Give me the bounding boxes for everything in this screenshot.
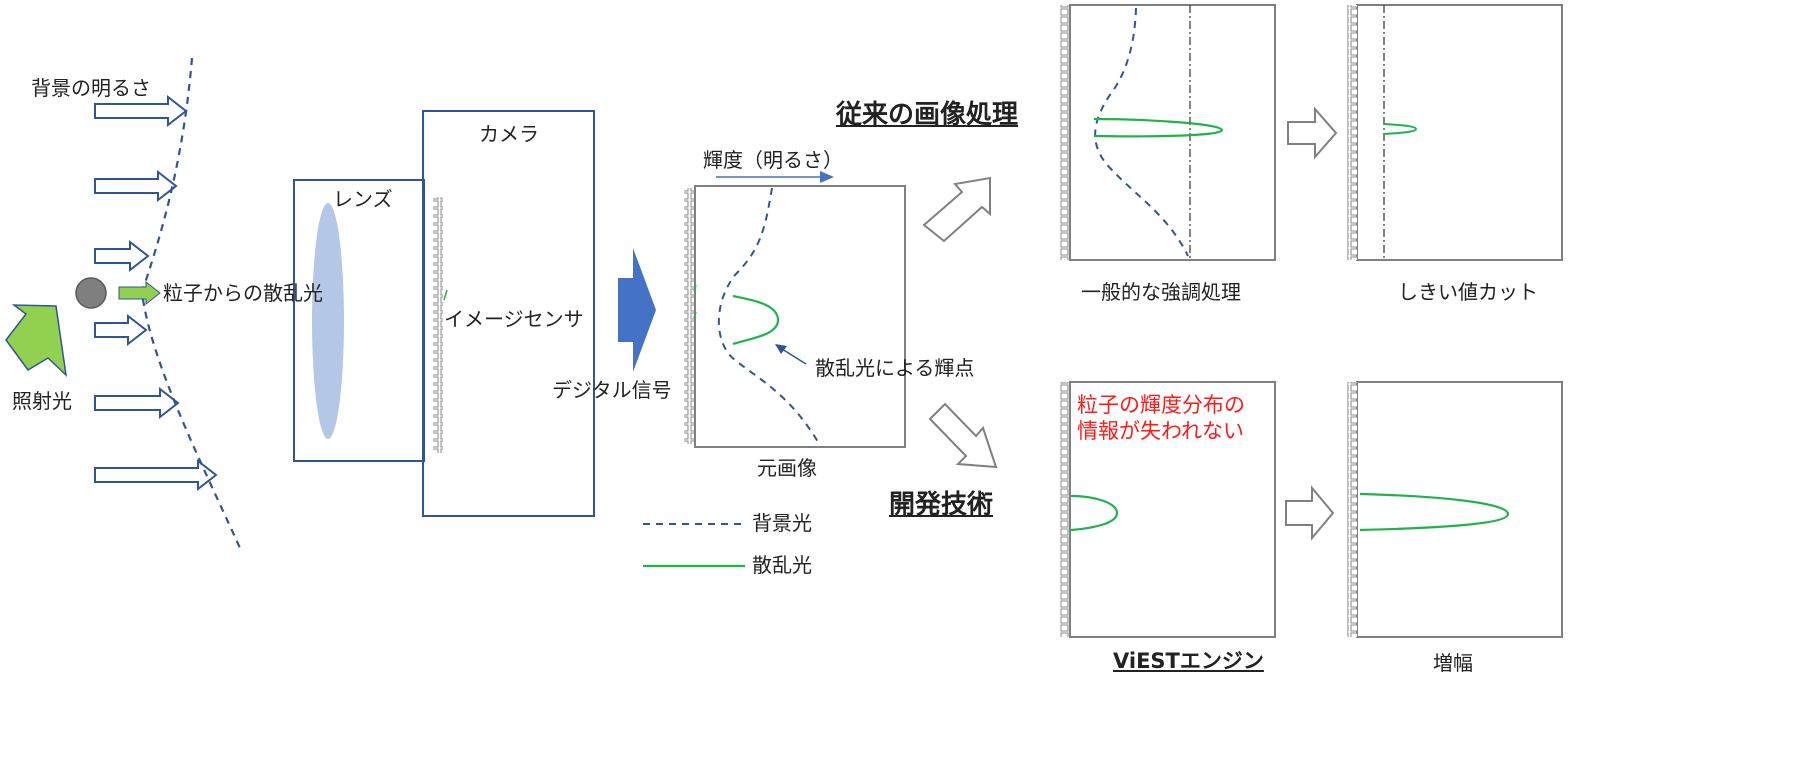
- lens: [312, 203, 344, 439]
- info-preserved-line-2: 情報が失われない: [1077, 419, 1244, 444]
- bright-spot-pointer-head: [775, 344, 787, 354]
- brightness-axis-label: 輝度（明るさ）: [703, 148, 843, 172]
- threshold-scattered-curve: [1383, 123, 1418, 135]
- brightness-axis-arrowhead: [820, 171, 834, 183]
- bright-spot-label: 散乱光による輝点: [815, 356, 975, 380]
- legend-background-label: 背景光: [752, 511, 812, 535]
- enhancement-scattered-curve: [1093, 117, 1224, 138]
- background-arrow-1: [94, 94, 188, 128]
- enhancement-panel-ticks: [1060, 5, 1070, 260]
- developed-branch-arrow: [928, 402, 998, 469]
- sensor-edge-green-2: [693, 311, 697, 319]
- particle: [75, 277, 107, 309]
- info-preserved-note: 粒子の輝度分布の 情報が失われない: [1077, 392, 1245, 445]
- background-arrow-4: [94, 313, 148, 347]
- conventional-branch-arrow: [922, 176, 991, 243]
- sensor-edge-green-1: [693, 284, 697, 292]
- amplification-panel: [1356, 381, 1563, 638]
- legend-scattered-label: 散乱光: [752, 553, 812, 577]
- camera-label: カメラ: [479, 122, 539, 146]
- to-amplification-arrow: [1285, 485, 1335, 541]
- digital-signal-label: デジタル信号: [552, 378, 672, 402]
- amplification-panel-ticks: [1347, 382, 1357, 637]
- background-arrow-5: [94, 386, 180, 420]
- image-sensor-label: イメージセンサ: [444, 307, 584, 331]
- scattered-from-particle-label: 粒子からの散乱光: [163, 281, 323, 305]
- threshold-cut-label: しきい値カット: [1398, 280, 1538, 304]
- threshold-panel-ticks: [1347, 5, 1357, 260]
- viest-engine-label: ViESTエンジン: [1113, 649, 1264, 673]
- original-image-frame: [694, 185, 906, 448]
- diagram-canvas: [5, 4, 1563, 638]
- background-brightness-arrows: [94, 94, 218, 492]
- illumination-arrow: [5, 304, 68, 378]
- viest-panel-ticks: [1060, 382, 1070, 637]
- info-preserved-line-1: 粒子の輝度分布の: [1077, 393, 1245, 417]
- amplification-label: 増幅: [1433, 651, 1473, 675]
- digital-signal-arrow: [618, 248, 656, 372]
- lens-label: レンズ: [333, 187, 393, 211]
- sensor-scatter-mark: [443, 289, 448, 301]
- original-background-curve: [717, 187, 819, 443]
- enhancement-background-curve: [1094, 7, 1189, 257]
- original-image-label: 元画像: [757, 456, 817, 480]
- to-threshold-arrow: [1287, 106, 1338, 160]
- viest-scattered-curve: [1070, 494, 1119, 532]
- scattered-light-arrow: [118, 280, 161, 306]
- general-enhancement-label: 一般的な強調処理: [1081, 280, 1241, 304]
- original-scattered-curve: [732, 294, 780, 346]
- bright-spot-pointer: [781, 348, 807, 365]
- conventional-title: 従来の画像処理: [836, 100, 1019, 130]
- background-brightness-label: 背景の明るさ: [31, 76, 151, 100]
- background-arrow-2: [94, 169, 178, 203]
- threshold-panel: [1356, 4, 1563, 261]
- illumination-label: 照射光: [12, 389, 72, 413]
- amplification-scattered-curve: [1359, 492, 1510, 532]
- background-arrow-3: [94, 239, 150, 273]
- image-sensor: [433, 197, 443, 453]
- camera-frame: [422, 110, 595, 517]
- original-image-ticks: [684, 188, 694, 444]
- enhancement-panel: [1069, 4, 1276, 261]
- viest-panel: [1069, 381, 1276, 638]
- developed-title: 開発技術: [889, 490, 994, 520]
- background-arrow-6: [94, 458, 218, 492]
